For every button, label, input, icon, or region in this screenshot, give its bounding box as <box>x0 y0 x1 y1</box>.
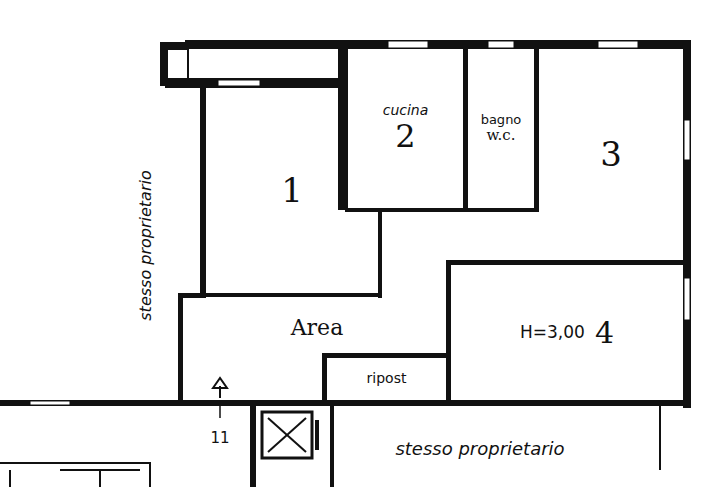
room-area: ripost <box>327 358 446 400</box>
room-name: cucina <box>383 103 429 118</box>
room-area: bagnow.c. <box>468 49 534 208</box>
room-area: 3 <box>539 49 683 260</box>
room-area: H=3,00 4 <box>451 265 683 400</box>
room-number: 2 <box>395 119 415 154</box>
room-number: 4 <box>595 316 614 349</box>
neighbour-note: stesso proprietario <box>395 438 564 459</box>
neighbour-note: stesso proprietario <box>136 170 155 320</box>
room-area: cucina2 <box>348 49 463 208</box>
callout-number: 11 <box>210 429 229 447</box>
room-number: w.c. <box>487 127 516 144</box>
room-name: ripost <box>367 371 407 386</box>
room-name: Area <box>291 316 344 340</box>
room-number: 3 <box>600 136 622 173</box>
room-name: bagno <box>481 113 522 127</box>
room-height: H=3,00 <box>520 323 585 342</box>
room-area: 1 <box>206 88 378 293</box>
room-area: Area <box>262 306 372 350</box>
room-number: 1 <box>281 172 303 209</box>
